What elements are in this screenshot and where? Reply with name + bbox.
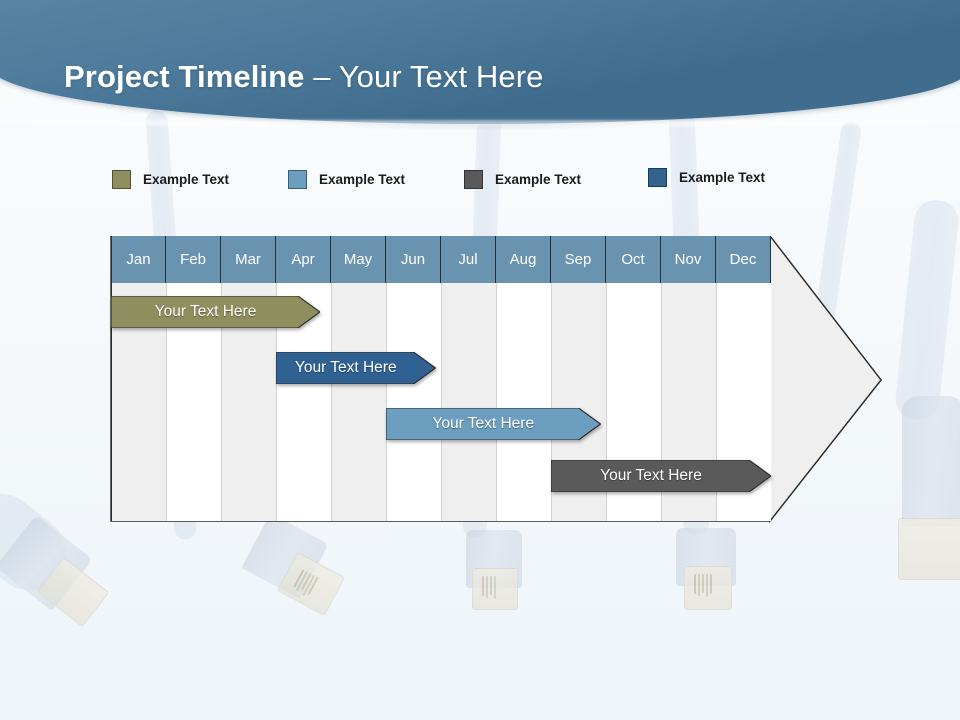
legend-item-1[interactable]: Example Text <box>112 170 229 189</box>
column-divider <box>111 260 112 521</box>
month-header-dec[interactable]: Dec <box>716 236 771 283</box>
task-bar-label-4: Your Text Here <box>600 467 702 484</box>
column-divider <box>386 260 387 521</box>
legend-swatch-4 <box>648 168 667 187</box>
column-divider <box>716 260 717 521</box>
task-bar-3[interactable]: Your Text Here <box>386 408 601 440</box>
column-divider <box>496 260 497 521</box>
connector-pins-2 <box>291 569 319 599</box>
month-header-jun[interactable]: Jun <box>386 236 441 283</box>
connector-body-4 <box>676 528 736 586</box>
connector-pins-4 <box>694 574 712 598</box>
page-title-strong: Project Timeline <box>64 59 305 94</box>
connector-tip-5 <box>898 518 960 580</box>
month-column-jul: Jul <box>441 236 496 521</box>
month-column-aug: Aug <box>496 236 551 521</box>
connector-tip-1 <box>36 556 110 628</box>
task-bar-label-1: Your Text Here <box>154 303 257 320</box>
month-header-apr[interactable]: Apr <box>276 236 331 283</box>
month-header-sep[interactable]: Sep <box>551 236 606 283</box>
month-header-oct[interactable]: Oct <box>606 236 661 283</box>
page-title-light: – Your Text Here <box>313 59 544 94</box>
connector-body-3 <box>466 530 522 588</box>
column-divider <box>441 260 442 521</box>
page-title: Project Timeline – Your Text Here <box>64 59 543 95</box>
month-column-mar: Mar <box>221 236 276 521</box>
month-header-feb[interactable]: Feb <box>166 236 221 283</box>
month-header-aug[interactable]: Aug <box>496 236 551 283</box>
column-divider <box>276 260 277 521</box>
connector-pins-3 <box>482 576 496 600</box>
cable-strand-5 <box>893 198 960 422</box>
connector-tip-4 <box>684 566 732 610</box>
month-header-jan[interactable]: Jan <box>111 236 166 283</box>
task-bar-1[interactable]: Your Text Here <box>111 296 320 328</box>
legend-label-3: Example Text <box>495 172 582 187</box>
legend-item-2[interactable]: Example Text <box>288 170 405 189</box>
legend-label-1: Example Text <box>143 172 230 187</box>
header-banner <box>0 0 960 124</box>
task-bar-label-3: Your Text Here <box>432 415 535 432</box>
connector-body-1 <box>0 514 93 612</box>
month-column-jan: Jan <box>111 236 166 521</box>
column-divider <box>221 260 222 521</box>
legend-swatch-3 <box>464 170 483 189</box>
task-bar-4[interactable]: Your Text Here <box>551 460 771 492</box>
connector-tip-2 <box>276 551 346 617</box>
month-column-feb: Feb <box>166 236 221 521</box>
task-bar-label-2: Your Text Here <box>294 359 397 376</box>
legend-item-4[interactable]: Example Text <box>648 168 765 187</box>
column-divider <box>606 260 607 521</box>
legend-item-3[interactable]: Example Text <box>464 170 581 189</box>
column-divider <box>166 260 167 521</box>
cable-strand-1 <box>0 478 82 606</box>
month-header-jul[interactable]: Jul <box>441 236 496 283</box>
month-header-mar[interactable]: Mar <box>221 236 276 283</box>
legend-swatch-1 <box>112 170 131 189</box>
task-bar-shape-4 <box>551 460 771 492</box>
column-divider <box>661 260 662 521</box>
connector-body-5 <box>902 396 960 526</box>
task-bar-2[interactable]: Your Text Here <box>276 352 436 384</box>
task-bar-shape-2 <box>276 352 436 384</box>
legend-label-2: Example Text <box>319 172 406 187</box>
column-divider <box>551 260 552 521</box>
legend-swatch-2 <box>288 170 307 189</box>
month-header-may[interactable]: May <box>331 236 386 283</box>
connector-tip-3 <box>472 568 518 610</box>
month-header-nov[interactable]: Nov <box>661 236 716 283</box>
legend-label-4: Example Text <box>679 170 766 185</box>
column-divider <box>331 260 332 521</box>
